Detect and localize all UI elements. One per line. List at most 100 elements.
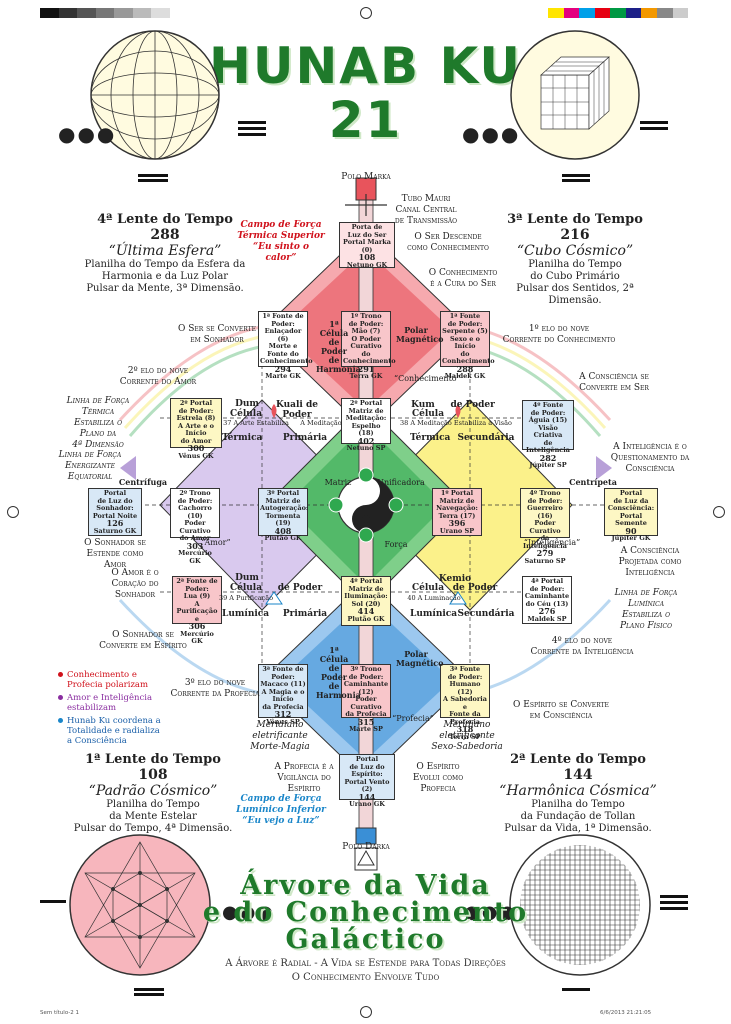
node-p2-line3: Estrela (8) [176,414,216,422]
node-f1-line1: 1ª Fonte de [262,312,304,320]
cp-1: A Consciência [620,546,680,556]
node-m1-line2: Matriz de [439,496,475,505]
node-m4-planet: Plutão GK [347,614,385,623]
node-f4b-num: 276 [538,606,556,616]
node-f4b-line1: 4ª Portal [530,577,564,585]
node-f2-line1: 2ª Fonte de [176,577,218,585]
lens-1-block: 1ª Lente do Tempo 108 “Padrão Cósmico” P… [68,752,238,835]
node-m2-line3: Meditação: [345,414,387,422]
node-m3-line1: 3º Portal [266,489,300,497]
label-primaria-top: Primária [282,433,328,443]
node-pc-num: 90 [625,525,637,536]
elo-amor-1: 2º elo do nove [127,366,189,376]
node-t2-line4: Poder Curativo [179,519,211,535]
grid-harmonic-illustration [509,834,651,976]
node-t1-line5: do Conhecimento [343,349,396,365]
node-t1-line1: 1º Trono [350,312,382,320]
pole-bottom-label: Polo Darka [342,842,390,852]
node-t3-line4: Poder Curativo [350,695,382,711]
le-2: Energizante [64,461,115,471]
lens-3-desc-1: Planilha do Tempo [528,259,622,270]
maya-numeral-top-left-bars [238,118,266,139]
node-pc-line2: de Luz da [613,496,649,505]
node-m1-line4: Terra (17) [438,511,476,520]
label-ch-top-1: 1ª Célula [319,319,349,338]
legend-item-2: Amor e Inteligência estabilizam [58,693,188,713]
legend-item-3: Hunab Ku coordena a Totalidade e radiali… [58,716,188,746]
node-ps-planet: Saturno GK [93,526,137,535]
lens-2-number: 144 [563,767,593,783]
lt-5: 4ª Dimensão [72,440,124,450]
sa-1: O Sonhador se [84,538,146,548]
label-kuali: Kuali de Poder [262,400,332,420]
legend-3-line2: Totalidade e radializa [67,726,160,736]
registration-mark-left [7,506,19,518]
node-f4-line2: de Poder: [530,408,566,417]
node-f1-num: 294 [274,363,292,374]
ec-2: em Consciência [529,711,593,721]
lens-3-desc-2: do Cubo Primário [530,271,620,282]
legend-item-1: Conhecimento e Profecia polarizam [58,670,188,690]
node-m1-planet: Urano SP [439,526,475,535]
node-f1b-planet: Maldek GK [444,372,486,380]
node-f1b-num: 288 [456,363,474,374]
node-f2-line2: Poder: [185,584,209,593]
legend-2-line2: estabilizam [67,703,117,713]
label-amor-q: “Amor” [201,538,231,547]
node-t1-line2: de Poder: [348,319,384,328]
node-pe-line3: Espírito: [351,770,383,778]
node-t3-line1: 3º Trono [350,665,382,673]
le-1: Linha de Força [58,450,122,460]
consc-ser-2: Converte em Ser [579,383,649,393]
node-m2-line1: 2º Portal [349,399,383,407]
node-f1b-line1: 1ª Fonte [449,312,481,320]
label-ch-bot-2: de Poder [320,663,348,682]
label-luminacao: 40 A Luminação [407,594,461,602]
registration-mark-right [713,506,725,518]
lens-4-block: 4ª Lente do Tempo 288 “Última Esfera” Pl… [80,212,250,295]
maya-numeral-top-right-bars [640,118,668,133]
lt-3: Estabiliza o [73,418,123,428]
node-m1-num: 396 [448,518,466,528]
iq-3: Consciência [625,464,675,474]
campo-inf-1: Campo de Força [240,794,322,804]
sa-2: Estende como [86,549,144,559]
maya-numeral-top-mid [138,172,168,184]
title-line1: HUNAB KU [209,37,522,95]
legend-3-line1: Hunab Ku coordena a [67,716,161,726]
cura-1: O Conhecimento [428,268,498,278]
maya-numeral-bottom-left-bar [40,900,66,903]
node-p2-line1: 2º Portal [179,399,213,407]
label-matriz: Matriz [324,478,352,487]
node-m3-line3: Autogeração: [260,504,309,512]
label-polar-bot-2: Magnético [396,658,444,668]
elo-conh-1: 1º elo do nove [528,324,590,334]
ll-1: Linha de Força [614,588,678,598]
label-dum-top: Dum [235,399,259,409]
node-f4-line4: Visão Criativa [533,423,563,439]
node-f1b-line3: Serpente (5) [442,327,488,335]
lens-3-number: 216 [560,227,590,243]
campo-sup-3: “Eu sinto o calor” [252,242,310,263]
node-ps-num: 126 [106,518,124,528]
node-t2-line2: de Poder: [177,496,213,505]
ec-1: O Espírito se Converte [513,700,609,710]
node-t1-num: 291 [357,363,375,374]
ee-3: Profecia [420,784,456,794]
node-f1-line2: Poder: [271,319,295,328]
node-m2-line4: Espelho (18) [351,421,381,437]
node-t3-line2: de Poder: [348,672,384,681]
node-t2-planet: Mercúrio GK [178,549,212,565]
lens-3-title: 3ª Lente do Tempo [507,212,643,227]
node-pc-line1: Portal [619,489,643,497]
